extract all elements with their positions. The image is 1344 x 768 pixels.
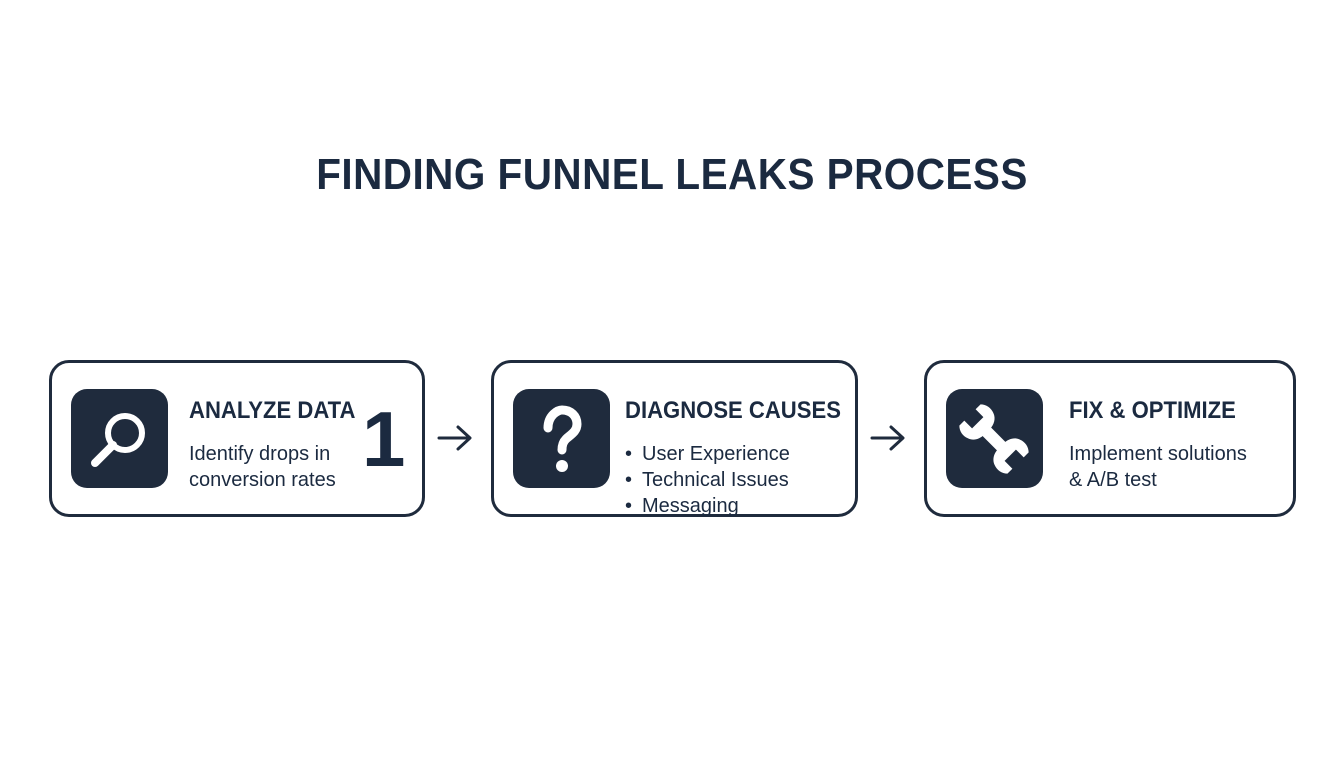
step-title: ANALYZE DATA [189,397,356,424]
arrow-right-icon [870,425,905,451]
step-card-diagnose-causes: DIAGNOSE CAUSES User Experience Technica… [491,360,858,519]
list-item: Technical Issues [625,467,790,493]
description-line: & A/B test [1069,469,1157,491]
step-title: DIAGNOSE CAUSES [625,397,841,424]
list-item: User Experience [625,441,790,467]
diagram-title: FINDING FUNNEL LEAKS PROCESS [316,150,1028,199]
arrow-right-icon [437,425,472,451]
icon-tile [71,389,168,488]
step-card-fix-optimize: FIX & OPTIMIZE Implement solutions & A/B… [924,360,1296,517]
wrench-icon [959,404,1029,474]
icon-tile [946,389,1043,488]
description-line: Implement solutions [1069,443,1247,465]
step-card-analyze-data: ANALYZE DATA Identify drops in conversio… [49,360,425,517]
step-title: FIX & OPTIMIZE [1069,397,1236,424]
step-description: Identify drops in conversion rates [189,441,336,493]
list-item: Messaging [625,493,790,519]
icon-tile [513,389,610,488]
question-mark-icon [543,405,582,472]
step-number: 1 [362,395,406,483]
step-description: Implement solutions & A/B test [1069,441,1247,493]
description-line: Identify drops in [189,443,331,465]
description-line: conversion rates [189,469,336,491]
causes-list: User Experience Technical Issues Messagi… [625,441,790,519]
magnifier-icon [91,413,145,467]
